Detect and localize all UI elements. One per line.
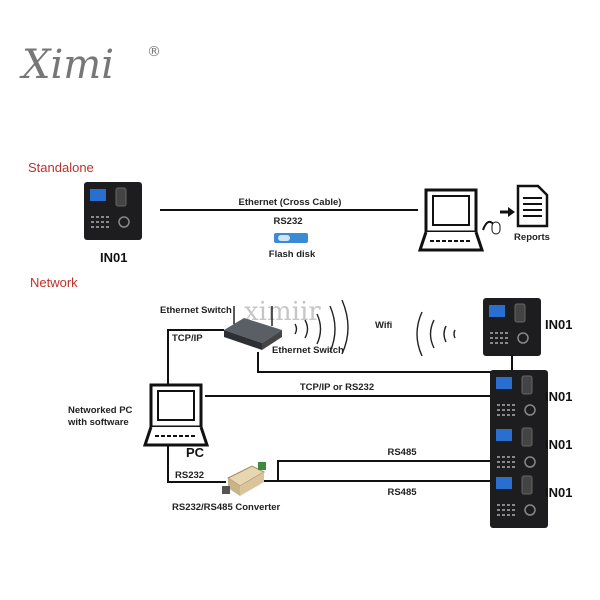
flash-disk-icon xyxy=(274,233,308,243)
watermark: ximiir xyxy=(244,297,321,327)
device-wifi xyxy=(482,297,542,357)
ethernet-switch-label-top: Ethernet Switch xyxy=(160,305,232,316)
network-heading: Network xyxy=(30,275,78,290)
network-pc-icon xyxy=(143,383,209,447)
rs485-label-2: RS485 xyxy=(387,487,417,498)
pc-desc-line1: Networked PC xyxy=(68,405,133,416)
device-rs485-2 xyxy=(489,469,549,529)
switch-to-device-line xyxy=(257,352,513,373)
pc-desc-line2: with software xyxy=(67,417,129,428)
rs232-label: RS232 xyxy=(175,470,204,481)
device-tcp-label: IN01 xyxy=(545,389,572,404)
arrow-right-icon xyxy=(500,207,515,217)
ethernet-cross-label: Ethernet (Cross Cable) xyxy=(239,197,342,208)
device-wifi-label: IN01 xyxy=(545,317,572,332)
device-standalone-label: IN01 xyxy=(100,250,127,265)
device-tcp xyxy=(489,369,549,429)
svg-text:®: ® xyxy=(147,44,161,60)
standalone-pc-icon xyxy=(418,188,484,252)
wifi-label: Wifi xyxy=(375,320,392,331)
ximi-logo: Ximi ® xyxy=(19,42,161,88)
pc-to-converter-line xyxy=(167,446,226,483)
pc-to-switch-line xyxy=(167,329,224,386)
converter-label: RS232/RS485 Converter xyxy=(172,502,281,513)
tcp-rs232-label: TCP/IP or RS232 xyxy=(300,382,374,393)
pc-label: PC xyxy=(186,445,205,460)
flash-disk-label: Flash disk xyxy=(269,249,316,260)
reports-label: Reports xyxy=(514,232,550,243)
rs232-rs485-converter-icon xyxy=(222,462,266,496)
ethernet-switch-label-bottom: Ethernet Switch xyxy=(272,345,344,356)
svg-text:Ximi: Ximi xyxy=(19,42,114,88)
tcpip-label: TCP/IP xyxy=(172,333,203,344)
mouse-icon xyxy=(482,220,501,235)
ethernet-switch-icon xyxy=(224,306,282,350)
rs485-line-1 xyxy=(277,460,493,481)
device-rs485-2-label: IN01 xyxy=(545,485,572,500)
rs232-standalone-label: RS232 xyxy=(273,216,302,227)
device-standalone xyxy=(83,181,143,241)
wifi-waves-icon xyxy=(294,299,456,357)
report-document-icon xyxy=(516,184,549,228)
device-rs485-1-label: IN01 xyxy=(545,437,572,452)
rs485-label-1: RS485 xyxy=(387,447,417,458)
standalone-heading: Standalone xyxy=(28,160,94,175)
